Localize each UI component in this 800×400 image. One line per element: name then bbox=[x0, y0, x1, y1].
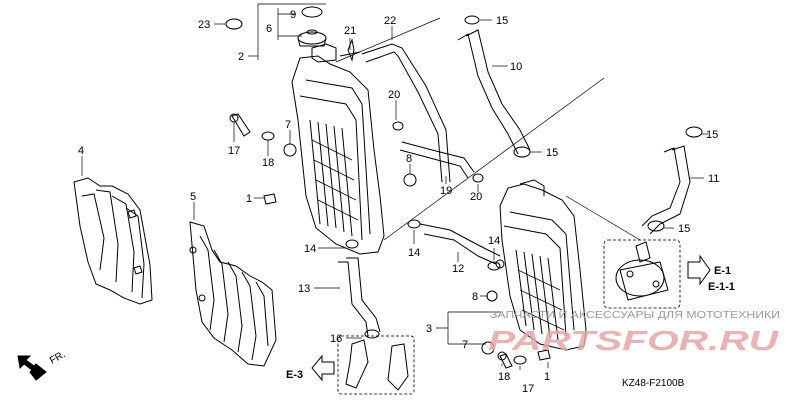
arrow-e3-icon bbox=[311, 354, 335, 382]
callout-1-b: 1 bbox=[544, 371, 550, 383]
hose-part-12 bbox=[419, 223, 501, 257]
callout-15-b: 15 bbox=[546, 147, 558, 159]
hose-part-19 bbox=[399, 149, 469, 179]
hose-part-22 bbox=[361, 43, 451, 183]
callout-18-a: 18 bbox=[262, 157, 274, 169]
callout-4: 4 bbox=[78, 145, 84, 157]
callout-8-b: 8 bbox=[472, 291, 478, 303]
radiator-louver-part-5 bbox=[189, 221, 277, 367]
right-radiator-part-3 bbox=[499, 179, 587, 351]
clamp-20-a bbox=[392, 121, 404, 131]
clamp-15-mid bbox=[513, 146, 531, 158]
watermark-subtitle: ЗАПЧАСТИ И АКСЕССУАРЫ ДЛЯ МОТОТЕХНИКИ bbox=[490, 310, 780, 321]
callout-2: 2 bbox=[238, 51, 244, 63]
callout-13: 13 bbox=[298, 283, 310, 295]
clamp-15-top bbox=[464, 15, 480, 25]
callout-11: 11 bbox=[708, 173, 719, 185]
callout-18-b: 18 bbox=[498, 371, 510, 383]
callout-8-a: 8 bbox=[406, 153, 412, 165]
diagram-code: KZ48-F2100B bbox=[622, 378, 685, 389]
callout-21: 21 bbox=[344, 25, 356, 37]
hose-part-11 bbox=[649, 145, 691, 235]
callout-7-a: 7 bbox=[285, 119, 291, 131]
callout-19: 19 bbox=[440, 185, 452, 197]
ref-e1-1: E-1-1 bbox=[708, 281, 735, 293]
engine-reference-inset bbox=[337, 335, 415, 395]
clamp-15-lower bbox=[647, 220, 665, 232]
callout-20-b: 20 bbox=[470, 191, 482, 203]
front-label: FR. bbox=[48, 349, 67, 367]
hose-part-13 bbox=[346, 257, 381, 333]
clamp-15-right bbox=[685, 126, 703, 138]
watermark-title: PARTSFOR.RU bbox=[488, 325, 779, 356]
callout-15-c: 15 bbox=[706, 129, 718, 141]
callout-5: 5 bbox=[190, 191, 196, 203]
left-radiator-part-2 bbox=[291, 29, 385, 255]
callout-12: 12 bbox=[452, 263, 464, 275]
callout-15-a: 15 bbox=[496, 15, 508, 27]
ref-e1: E-1 bbox=[714, 265, 731, 277]
clamp-16 bbox=[364, 329, 380, 339]
callout-14-a: 14 bbox=[304, 243, 316, 255]
callout-14-c: 14 bbox=[488, 235, 500, 247]
leader-lines bbox=[81, 3, 708, 370]
radiator-shroud-part-4 bbox=[73, 177, 153, 305]
callout-20-a: 20 bbox=[388, 89, 400, 101]
callout-23: 23 bbox=[198, 19, 210, 31]
arrow-e1-icon bbox=[687, 254, 711, 286]
callout-15-d: 15 bbox=[678, 223, 690, 235]
watermark: PARTSFOR.RU ЗАПЧАСТИ И АКСЕССУАРЫ ДЛЯ МО… bbox=[488, 310, 780, 356]
callout-22: 22 bbox=[384, 15, 396, 27]
ref-e3: E-3 bbox=[286, 369, 303, 381]
callout-6: 6 bbox=[266, 23, 272, 35]
callout-16: 16 bbox=[330, 333, 342, 345]
clamp-14-a bbox=[345, 239, 359, 249]
callout-10: 10 bbox=[510, 61, 522, 73]
callout-9: 9 bbox=[290, 9, 296, 21]
callout-17-a: 17 bbox=[228, 145, 240, 157]
callout-3: 3 bbox=[426, 323, 432, 335]
clamp-20-b bbox=[472, 173, 484, 183]
reference-labels: E-1 E-1-1 E-3 FR. KZ48-F2100B bbox=[48, 265, 735, 389]
front-arrow-icon bbox=[17, 355, 47, 381]
hose-part-10 bbox=[465, 29, 531, 151]
callout-14-b: 14 bbox=[408, 247, 420, 259]
callout-1-a: 1 bbox=[246, 193, 252, 205]
callout-7-b: 7 bbox=[462, 339, 468, 351]
clamp-14-b bbox=[407, 219, 421, 229]
clamp-14-c bbox=[487, 261, 501, 271]
cylinder-head-reference bbox=[603, 239, 681, 309]
hoses bbox=[338, 29, 691, 337]
callout-17-b: 17 bbox=[522, 383, 534, 395]
reference-arrows bbox=[17, 254, 711, 382]
callout-numbers: 23 9 6 2 21 22 15 10 15 15 11 15 4 5 17 … bbox=[78, 9, 719, 395]
